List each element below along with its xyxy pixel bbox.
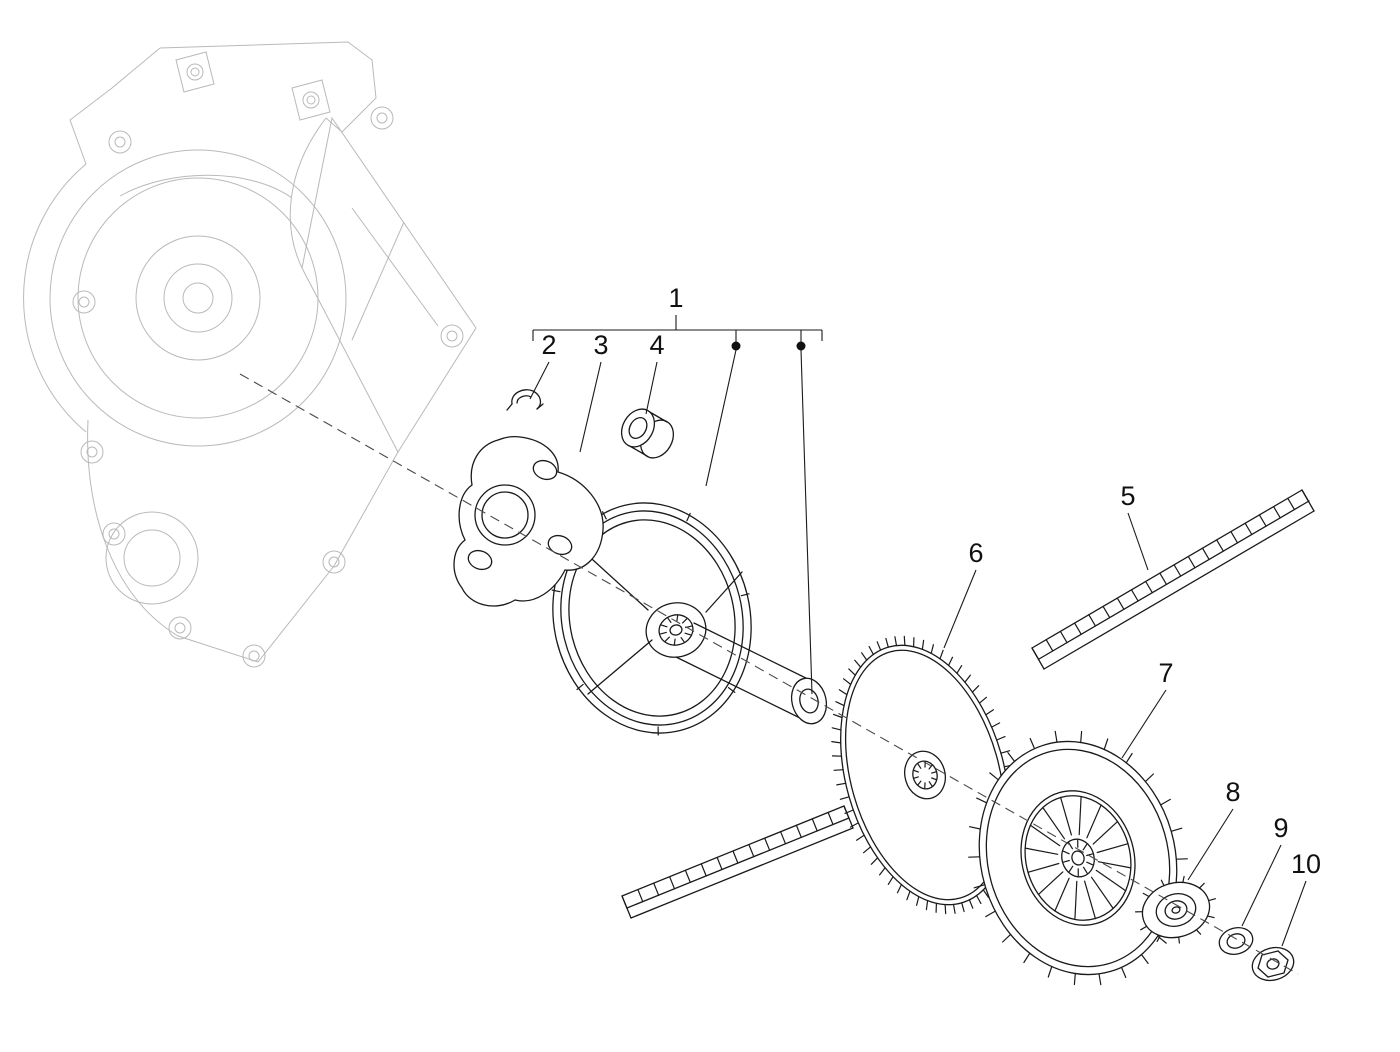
callout-8-label: 8: [1225, 777, 1240, 807]
pulley-rim-tabs: [551, 511, 750, 736]
hub-washer-teeth: [1134, 875, 1217, 944]
callout-4-label: 4: [649, 330, 664, 360]
leader-line-3: [579, 361, 602, 453]
reference-dot: [731, 341, 741, 351]
fan-rim-teeth: [968, 730, 1188, 986]
callout-1-label: 1: [668, 283, 683, 313]
leader-line-10: [1281, 880, 1307, 947]
belt-segment-upper: [1031, 489, 1315, 670]
assembly-centerline: [239, 373, 1299, 975]
spacer-bushing: [620, 408, 675, 459]
leader-lines: [529, 361, 1307, 947]
leader-line-4: [645, 361, 658, 415]
reference-dot: [796, 341, 806, 351]
callout-9-label: 9: [1273, 813, 1288, 843]
fan-fins: [1024, 795, 1132, 921]
belt-upper-teeth: [1031, 489, 1310, 660]
leader-line-6: [943, 569, 977, 649]
washer: [1218, 927, 1254, 955]
callout-6-label: 6: [968, 538, 983, 568]
fan-half-pulley: [968, 730, 1188, 986]
flanged-nut: [1251, 946, 1295, 982]
gear-hub-splines: [912, 761, 938, 789]
leader-line-5: [1127, 512, 1149, 571]
variator-ramp-plate: [453, 435, 604, 607]
driving-half-pulley: [551, 502, 828, 736]
callout-1-bracket: [532, 315, 823, 695]
callout-7-label: 7: [1158, 658, 1173, 688]
starter-ring-gear: [831, 635, 1019, 915]
callout-2-label: 2: [541, 330, 556, 360]
pulley-hub-splines: [659, 615, 693, 645]
fan-hub-splines: [1062, 839, 1094, 877]
toothed-hub-washer: [1134, 875, 1217, 944]
belt-segment-lower: [621, 805, 854, 919]
callout-5-label: 5: [1120, 481, 1135, 511]
leader-line-9: [1241, 844, 1282, 927]
retainer-clip: [506, 389, 544, 411]
belt-lower-teeth: [621, 805, 850, 909]
leader-line-7: [1121, 689, 1167, 759]
leader-line-2: [529, 361, 550, 400]
callout-10-label: 10: [1291, 849, 1321, 879]
leader-line-8: [1187, 808, 1234, 881]
engine-crankcase-ghost: [23, 41, 477, 668]
callout-3-label: 3: [593, 330, 608, 360]
